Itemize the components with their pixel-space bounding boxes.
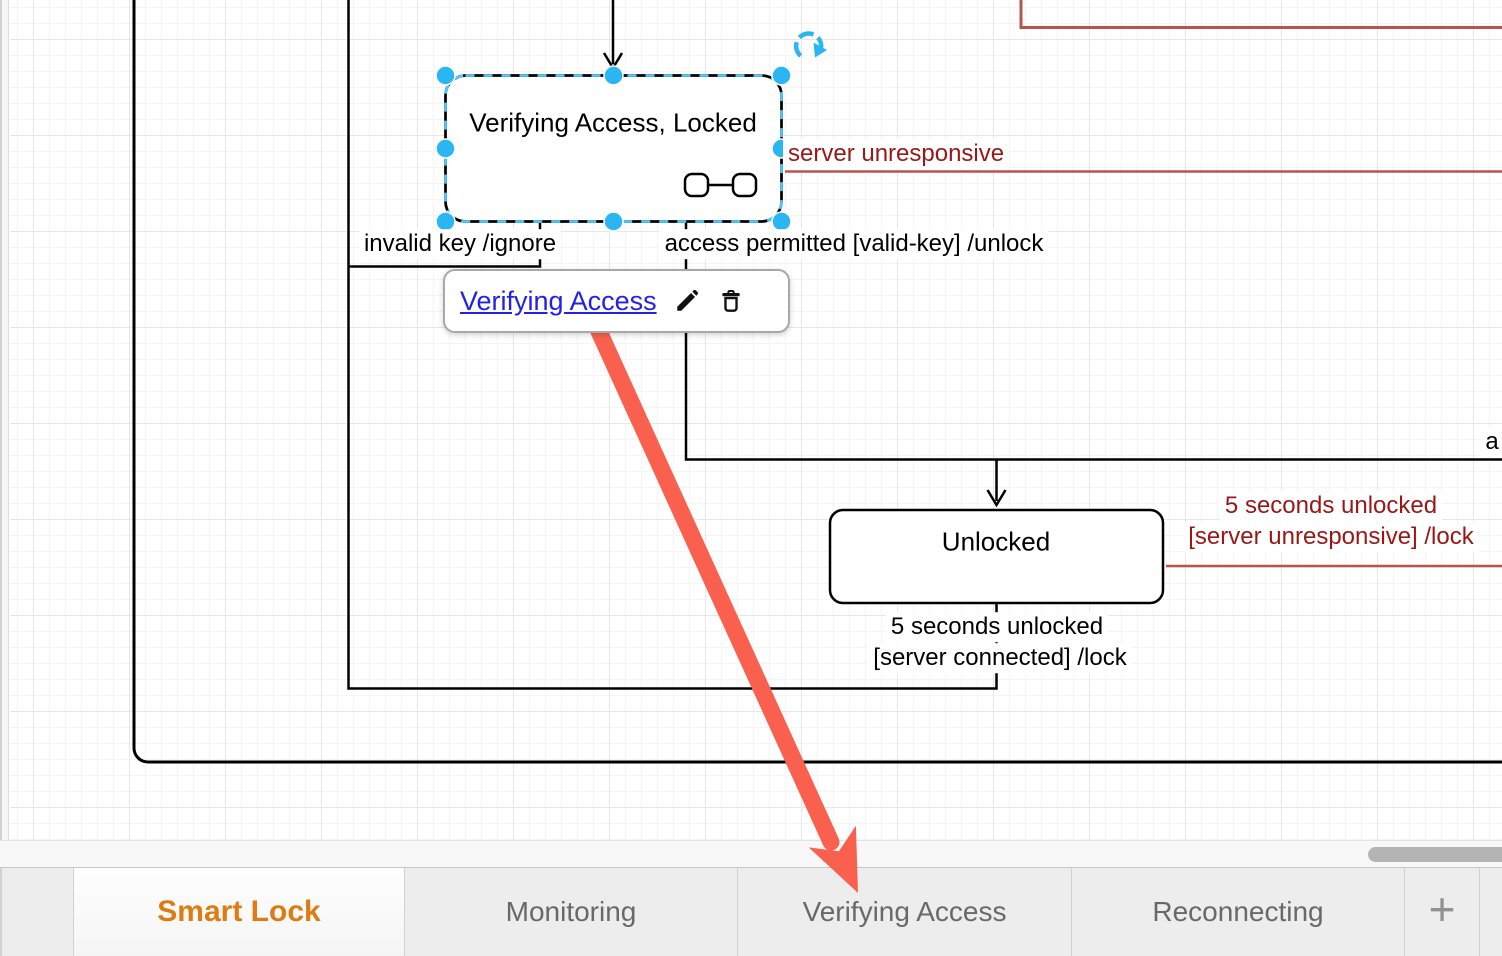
label-timeout-connected-2[interactable]: [server connected] /lock [868, 643, 1132, 673]
page-tab-bar: Smart Lock Monitoring Verifying Access R… [0, 868, 1502, 956]
tab-reconnecting[interactable]: Reconnecting [1072, 868, 1405, 956]
selection-handle[interactable] [435, 211, 456, 232]
selection-handle[interactable] [603, 211, 624, 232]
selection-handle[interactable] [771, 65, 792, 86]
selection-handle[interactable] [435, 138, 456, 159]
selection-handle[interactable] [771, 211, 792, 232]
rotate-handle-icon[interactable] [793, 31, 827, 58]
tab-monitoring[interactable]: Monitoring [405, 868, 738, 956]
verifying-access-link[interactable]: Verifying Access [460, 285, 657, 316]
selection-handle[interactable] [603, 65, 624, 86]
tab-smart-lock[interactable]: Smart Lock [73, 868, 405, 956]
label-clipped-right: a [1480, 427, 1502, 457]
horizontal-scrollbar[interactable] [1368, 847, 1502, 862]
label-server-unresponsive[interactable]: server unresponsive [783, 139, 1010, 169]
link-popup: Verifying Access [443, 269, 790, 333]
state-verifying-title: Verifying Access, Locked [469, 107, 757, 138]
tab-verifying-access[interactable]: Verifying Access [738, 868, 1072, 956]
canvas-bottom-strip [0, 840, 1502, 868]
submachine-link-icon [683, 172, 758, 198]
state-unlocked-title: Unlocked [941, 526, 1051, 557]
window-left-border [0, 868, 2, 956]
state-verifying-access-locked[interactable] [444, 74, 783, 223]
selection-handle[interactable] [435, 65, 456, 86]
label-access-permitted[interactable]: access permitted [valid-key] /unlock [659, 229, 1049, 259]
add-page-button[interactable]: + [1405, 868, 1480, 956]
arrowhead-into-unlocked-icon [986, 489, 1007, 508]
label-timeout-unresponsive-2[interactable]: [server unresponsive] /lock [1183, 522, 1479, 552]
label-invalid-key[interactable]: invalid key /ignore [358, 229, 562, 259]
delete-trash-icon[interactable] [718, 288, 745, 315]
label-timeout-connected-1[interactable]: 5 seconds unlocked [885, 612, 1109, 642]
edit-pencil-icon[interactable] [674, 288, 701, 315]
clipped-red-state-outline[interactable] [1019, 0, 1502, 29]
canvas-left-edge [0, 0, 9, 868]
composite-state-outline[interactable] [132, 0, 1502, 764]
label-timeout-unresponsive-1[interactable]: 5 seconds unlocked [1219, 491, 1443, 521]
